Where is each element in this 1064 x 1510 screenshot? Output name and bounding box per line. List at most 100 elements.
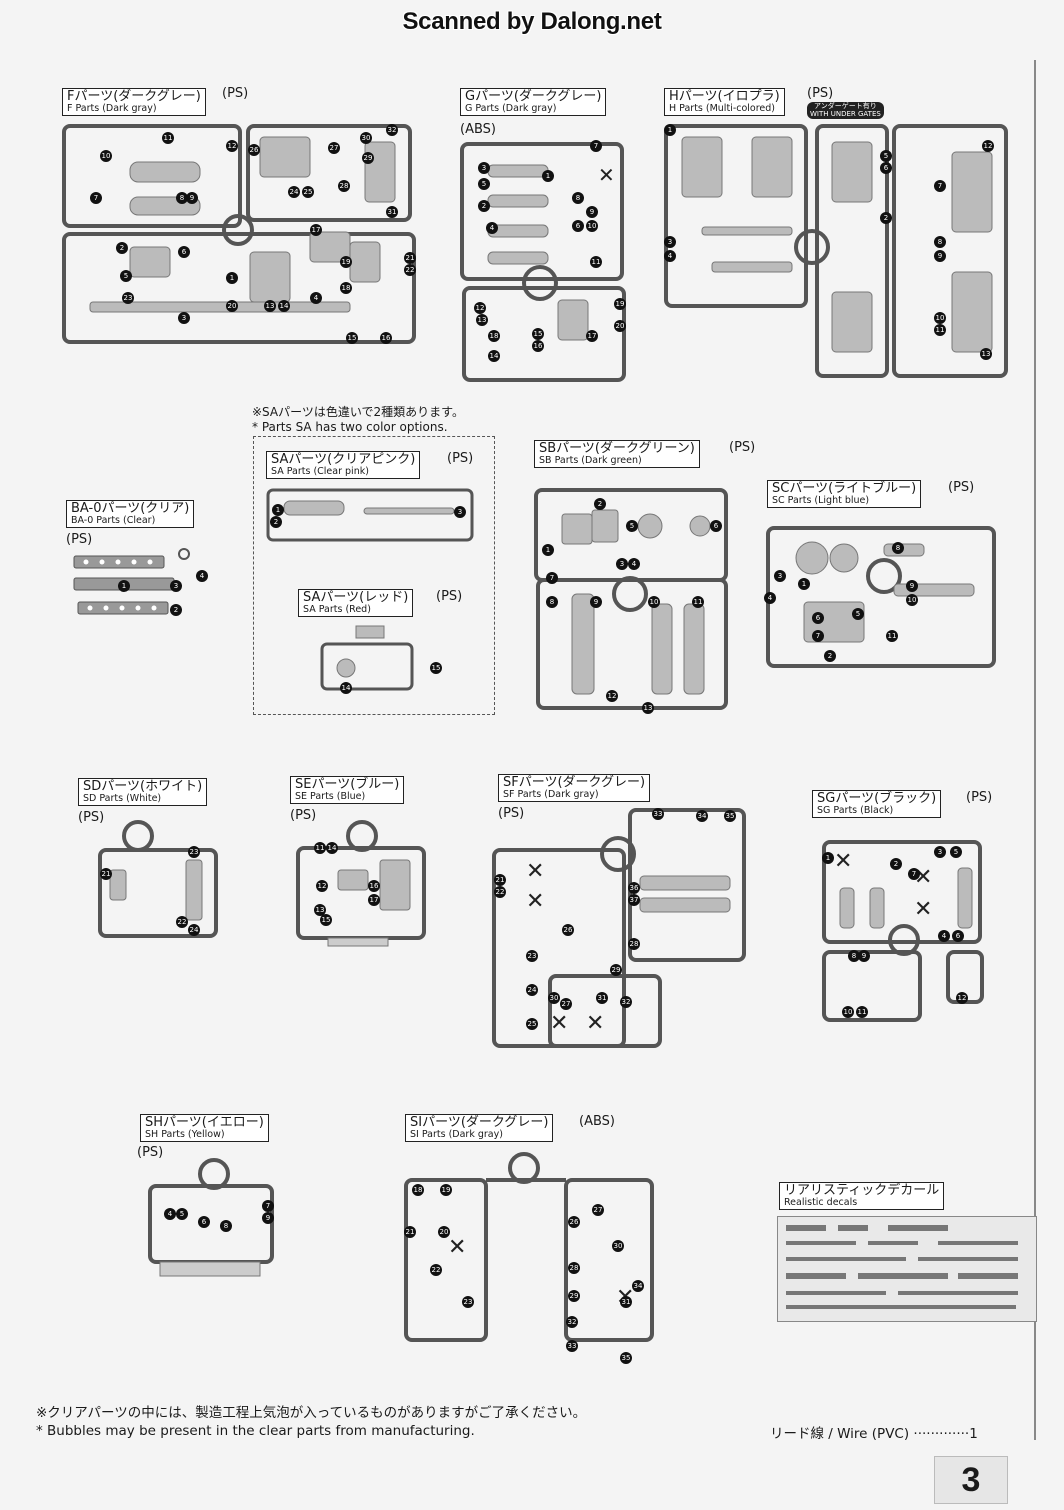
part-number-sb: 11 (692, 596, 704, 608)
part-number-g: 7 (590, 140, 602, 152)
part-number-g: 13 (476, 314, 488, 326)
part-number-sa1: 2 (270, 516, 282, 528)
part-number-f: 15 (346, 332, 358, 344)
part-number-h: 6 (880, 162, 892, 174)
part-number-g: 8 (572, 192, 584, 204)
part-number-h: 13 (980, 348, 992, 360)
part-number-sg: 2 (890, 858, 902, 870)
bubbles-note-en: * Bubbles may be present in the clear pa… (36, 1422, 475, 1439)
sprue-sc-drawing (766, 526, 996, 668)
part-number-g: 17 (586, 330, 598, 342)
si-x-mark-1: ✕ (448, 1235, 466, 1260)
label-sh-parts: SHパーツ(イエロー) SH Parts (Yellow) (140, 1114, 269, 1142)
part-number-sb: 5 (626, 520, 638, 532)
f-parts-jp: Fパーツ(ダークグレー) (67, 89, 201, 104)
under-gate-jp: アンダーゲート有り (814, 102, 877, 110)
sf-x-mark-3: ✕ (550, 1011, 568, 1036)
sg-material: (PS) (966, 790, 993, 805)
part-number-sb: 8 (546, 596, 558, 608)
si-jp: SIパーツ(ダークグレー) (410, 1115, 549, 1130)
sprue-se-drawing (296, 820, 426, 947)
part-number-g: 14 (488, 350, 500, 362)
sprue-ba0 (72, 548, 212, 618)
sprue-sf: ✕ ✕ ✕ ✕ (490, 806, 748, 1050)
label-sg-parts: SGパーツ(ブラック) SG Parts (Black) (812, 790, 942, 818)
part-number-f: 23 (122, 292, 134, 304)
sprue-sh-drawing (148, 1158, 274, 1277)
part-number-sb: 3 (616, 558, 628, 570)
part-number-si: 19 (440, 1184, 452, 1196)
part-number-sc: 9 (906, 580, 918, 592)
part-number-sh: 7 (262, 1200, 274, 1212)
part-number-sa1: 1 (272, 504, 284, 516)
part-number-h: 9 (934, 250, 946, 262)
ba0-material: (PS) (66, 532, 93, 547)
sa2-material: (PS) (436, 589, 463, 604)
part-number-sb: 2 (594, 498, 606, 510)
part-number-sc: 11 (886, 630, 898, 642)
part-number-g: 3 (478, 162, 490, 174)
part-number-g: 5 (478, 178, 490, 190)
part-number-sa2: 15 (430, 662, 442, 674)
under-gate-badge: アンダーゲート有り WITH UNDER GATES (807, 102, 884, 120)
part-number-sa2: 14 (340, 682, 352, 694)
part-number-sb: 1 (542, 544, 554, 556)
part-number-f: 16 (380, 332, 392, 344)
part-number-h: 10 (934, 312, 946, 324)
label-sb-parts: SBパーツ(ダークグリーン) SB Parts (Dark green) (534, 440, 700, 468)
part-number-sf: 29 (610, 964, 622, 976)
part-number-f: 11 (162, 132, 174, 144)
part-number-sg: 11 (856, 1006, 868, 1018)
sb-en: SB Parts (Dark green) (539, 455, 642, 466)
sprue-sa-pink-drawing (266, 488, 474, 542)
part-number-sc: 10 (906, 594, 918, 606)
page-edge-line (1034, 60, 1036, 1440)
si-en: SI Parts (Dark gray) (410, 1129, 503, 1140)
sprue-si-drawing: ✕ ✕ (404, 1152, 654, 1342)
label-sa-clear-pink: SAパーツ(クリアピンク) SA Parts (Clear pink) (266, 451, 421, 479)
part-number-h: 12 (982, 140, 994, 152)
label-si-parts: SIパーツ(ダークグレー) SI Parts (Dark gray) (405, 1114, 554, 1142)
part-number-sd: 23 (188, 846, 200, 858)
part-number-ba0: 2 (170, 604, 182, 616)
part-number-sd: 21 (100, 868, 112, 880)
part-number-ba0: 1 (118, 580, 130, 592)
part-number-sg: 1 (822, 852, 834, 864)
h-parts-jp: Hパーツ(イロプラ) (669, 89, 780, 104)
part-number-f: 4 (310, 292, 322, 304)
wire-count: リード線 / Wire (PVC) ·············1 (770, 1426, 978, 1442)
part-number-h: 8 (934, 236, 946, 248)
label-ba0-parts: BA-0パーツ(クリア) BA-0 Parts (Clear) (66, 500, 195, 528)
part-number-sb: 12 (606, 690, 618, 702)
part-number-g: 11 (590, 256, 602, 268)
sg-jp: SGパーツ(ブラック) (817, 791, 937, 806)
part-number-g: 15 (532, 328, 544, 340)
part-number-si: 22 (430, 1264, 442, 1276)
part-number-g: 4 (486, 222, 498, 234)
part-number-sd: 24 (188, 924, 200, 936)
sh-material: (PS) (137, 1145, 164, 1160)
si-material: (ABS) (579, 1114, 615, 1129)
label-decals: リアリスティックデカール Realistic decals (779, 1182, 945, 1210)
part-number-sf: 35 (724, 810, 736, 822)
part-number-sg: 5 (950, 846, 962, 858)
part-number-sf: 26 (562, 924, 574, 936)
part-number-sb: 10 (648, 596, 660, 608)
part-number-g: 12 (474, 302, 486, 314)
part-number-sc: 6 (812, 612, 824, 624)
part-number-f: 5 (120, 270, 132, 282)
page-number: 3 (934, 1456, 1008, 1504)
part-number-h: 2 (880, 212, 892, 224)
part-number-f: 25 (302, 186, 314, 198)
part-number-f: 6 (178, 246, 190, 258)
part-number-f: 20 (226, 300, 238, 312)
sd-jp: SDパーツ(ホワイト) (83, 779, 203, 794)
part-number-sf: 23 (526, 950, 538, 962)
part-number-si: 28 (568, 1262, 580, 1274)
part-number-sc: 8 (892, 542, 904, 554)
sprue-sa-red (318, 624, 418, 694)
part-number-ba0: 3 (170, 580, 182, 592)
sa1-en: SA Parts (Clear pink) (271, 466, 369, 477)
part-number-f: 13 (264, 300, 276, 312)
part-number-g: 18 (488, 330, 500, 342)
